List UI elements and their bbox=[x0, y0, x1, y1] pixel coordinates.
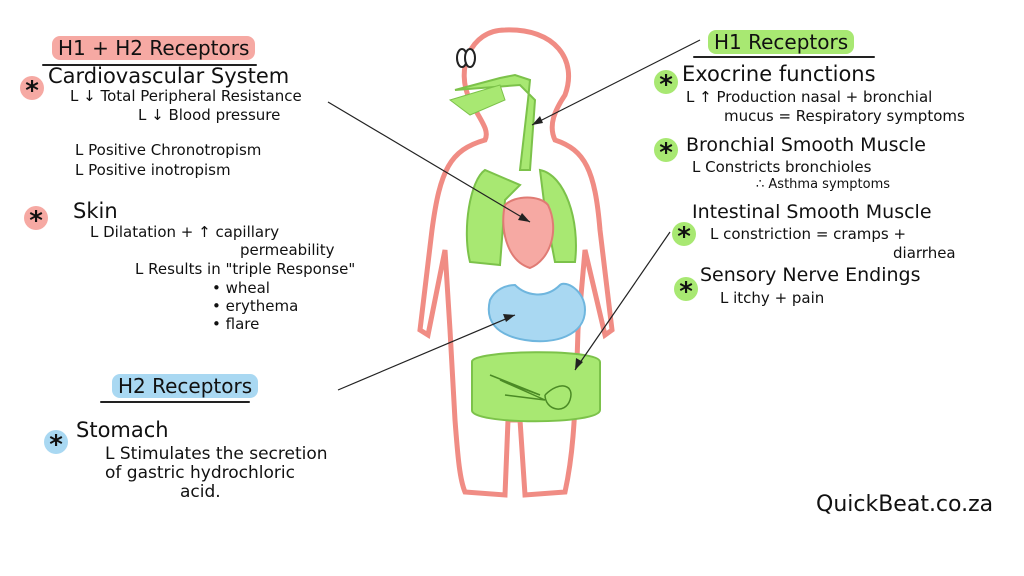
bullet-erythema: • erythema bbox=[212, 297, 299, 315]
arrow-cardio-to-heart bbox=[327, 101, 531, 223]
stomach-line1: L Stimulates the secretion bbox=[105, 444, 328, 464]
airway bbox=[454, 73, 537, 171]
arrow-h1-to-airway bbox=[531, 39, 701, 126]
sensory-heading: Sensory Nerve Endings bbox=[700, 264, 921, 286]
arrowhead-airway bbox=[532, 116, 543, 125]
intestinal-heading: Intestinal Smooth Muscle bbox=[692, 201, 932, 223]
dilatation-text: L Dilatation + ↑ capillary bbox=[90, 223, 280, 241]
cardio-heading: Cardiovascular System bbox=[48, 64, 290, 88]
heart bbox=[502, 196, 555, 270]
h2-underline bbox=[100, 401, 250, 403]
constricts-text: L Constricts bronchioles bbox=[692, 158, 872, 176]
eye-right bbox=[464, 48, 476, 68]
h1-title: H1 Receptors bbox=[708, 30, 855, 54]
production-line2: mucus = Respiratory symptoms bbox=[724, 107, 965, 125]
asterisk-icon: * bbox=[654, 138, 678, 168]
h1h2-title: H1 + H2 Receptors bbox=[52, 36, 256, 60]
h1-underline bbox=[693, 56, 875, 58]
body-outline bbox=[417, 27, 615, 498]
bullet-flare: • flare bbox=[212, 315, 260, 333]
h1h2-underline bbox=[42, 64, 257, 66]
h2-title: H2 Receptors bbox=[112, 374, 259, 398]
itchy-text: L itchy + pain bbox=[720, 289, 825, 307]
skin-heading: Skin bbox=[73, 199, 118, 223]
bronchial-heading: Bronchial Smooth Muscle bbox=[686, 134, 926, 156]
stomach bbox=[487, 282, 587, 343]
arrow-intestinal-to-gut bbox=[574, 231, 671, 371]
arrowhead-stomach bbox=[503, 314, 515, 322]
arrowhead-heart bbox=[518, 213, 530, 222]
tpr-text: L ↓ Total Peripheral Resistance bbox=[70, 87, 302, 105]
bullet-wheal: • wheal bbox=[212, 279, 270, 297]
asterisk-icon: * bbox=[674, 277, 698, 307]
asterisk-icon: * bbox=[672, 222, 696, 252]
ino-text: L Positive inotropism bbox=[75, 161, 231, 179]
permeability-text: permeability bbox=[240, 241, 335, 259]
diarrhea-text: diarrhea bbox=[893, 244, 956, 262]
asterisk-icon: * bbox=[24, 206, 48, 236]
arrowhead-gut bbox=[575, 358, 583, 370]
lung-right bbox=[538, 168, 577, 263]
stomach-line2: of gastric hydrochloric bbox=[105, 463, 295, 483]
stomach-line3: acid. bbox=[180, 482, 221, 502]
arrow-h2-to-stomach bbox=[337, 314, 516, 391]
stomach-heading: Stomach bbox=[76, 418, 169, 442]
chrono-text: L Positive Chronotropism bbox=[75, 141, 262, 159]
production-line1: L ↑ Production nasal + bronchial bbox=[686, 88, 933, 106]
asterisk-icon: * bbox=[44, 430, 68, 460]
asterisk-icon: * bbox=[654, 70, 678, 100]
bp-text: L ↓ Blood pressure bbox=[138, 106, 281, 124]
lung-left bbox=[465, 168, 522, 267]
constriction-text: L constriction = cramps + bbox=[710, 225, 907, 243]
asthma-text: ∴ Asthma symptoms bbox=[756, 177, 891, 192]
results-text: L Results in "triple Response" bbox=[135, 260, 356, 278]
exocrine-heading: Exocrine functions bbox=[682, 62, 876, 86]
nasal-cavity bbox=[448, 84, 506, 116]
small-intestine-loops bbox=[489, 374, 572, 410]
asterisk-icon: * bbox=[20, 76, 44, 106]
brand-logo: QuickBeat.co.za bbox=[816, 492, 994, 517]
